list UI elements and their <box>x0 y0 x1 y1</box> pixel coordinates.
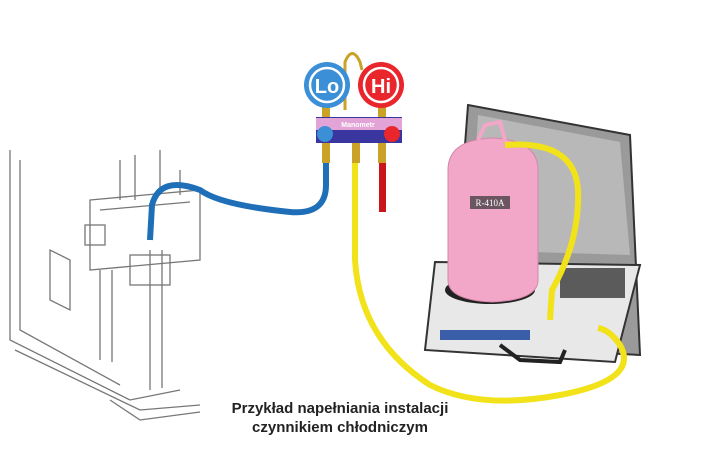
manifold-label: Manometr <box>341 122 375 129</box>
red-hose <box>379 160 386 212</box>
caption-line-1: Przykład napełniania instalacji <box>231 400 449 417</box>
yellow-hose-cylinder <box>504 141 582 321</box>
blue-hose <box>147 150 329 241</box>
high-valve-knob[interactable] <box>384 126 400 142</box>
outdoor-unit-drawing <box>9 150 201 421</box>
manifold-gauge-set: Manometr Lo Hi <box>304 52 404 163</box>
refrigerant-cylinder: R-410A <box>445 119 539 304</box>
caption-line-2: czynnikiem chłodniczym <box>252 419 428 436</box>
high-gauge-label: Hi <box>371 76 391 98</box>
low-gauge-label: Lo <box>315 76 339 98</box>
low-valve-knob[interactable] <box>317 126 333 142</box>
cylinder-label: R-410A <box>476 198 506 208</box>
yellow-hose-to-scale <box>352 155 627 404</box>
